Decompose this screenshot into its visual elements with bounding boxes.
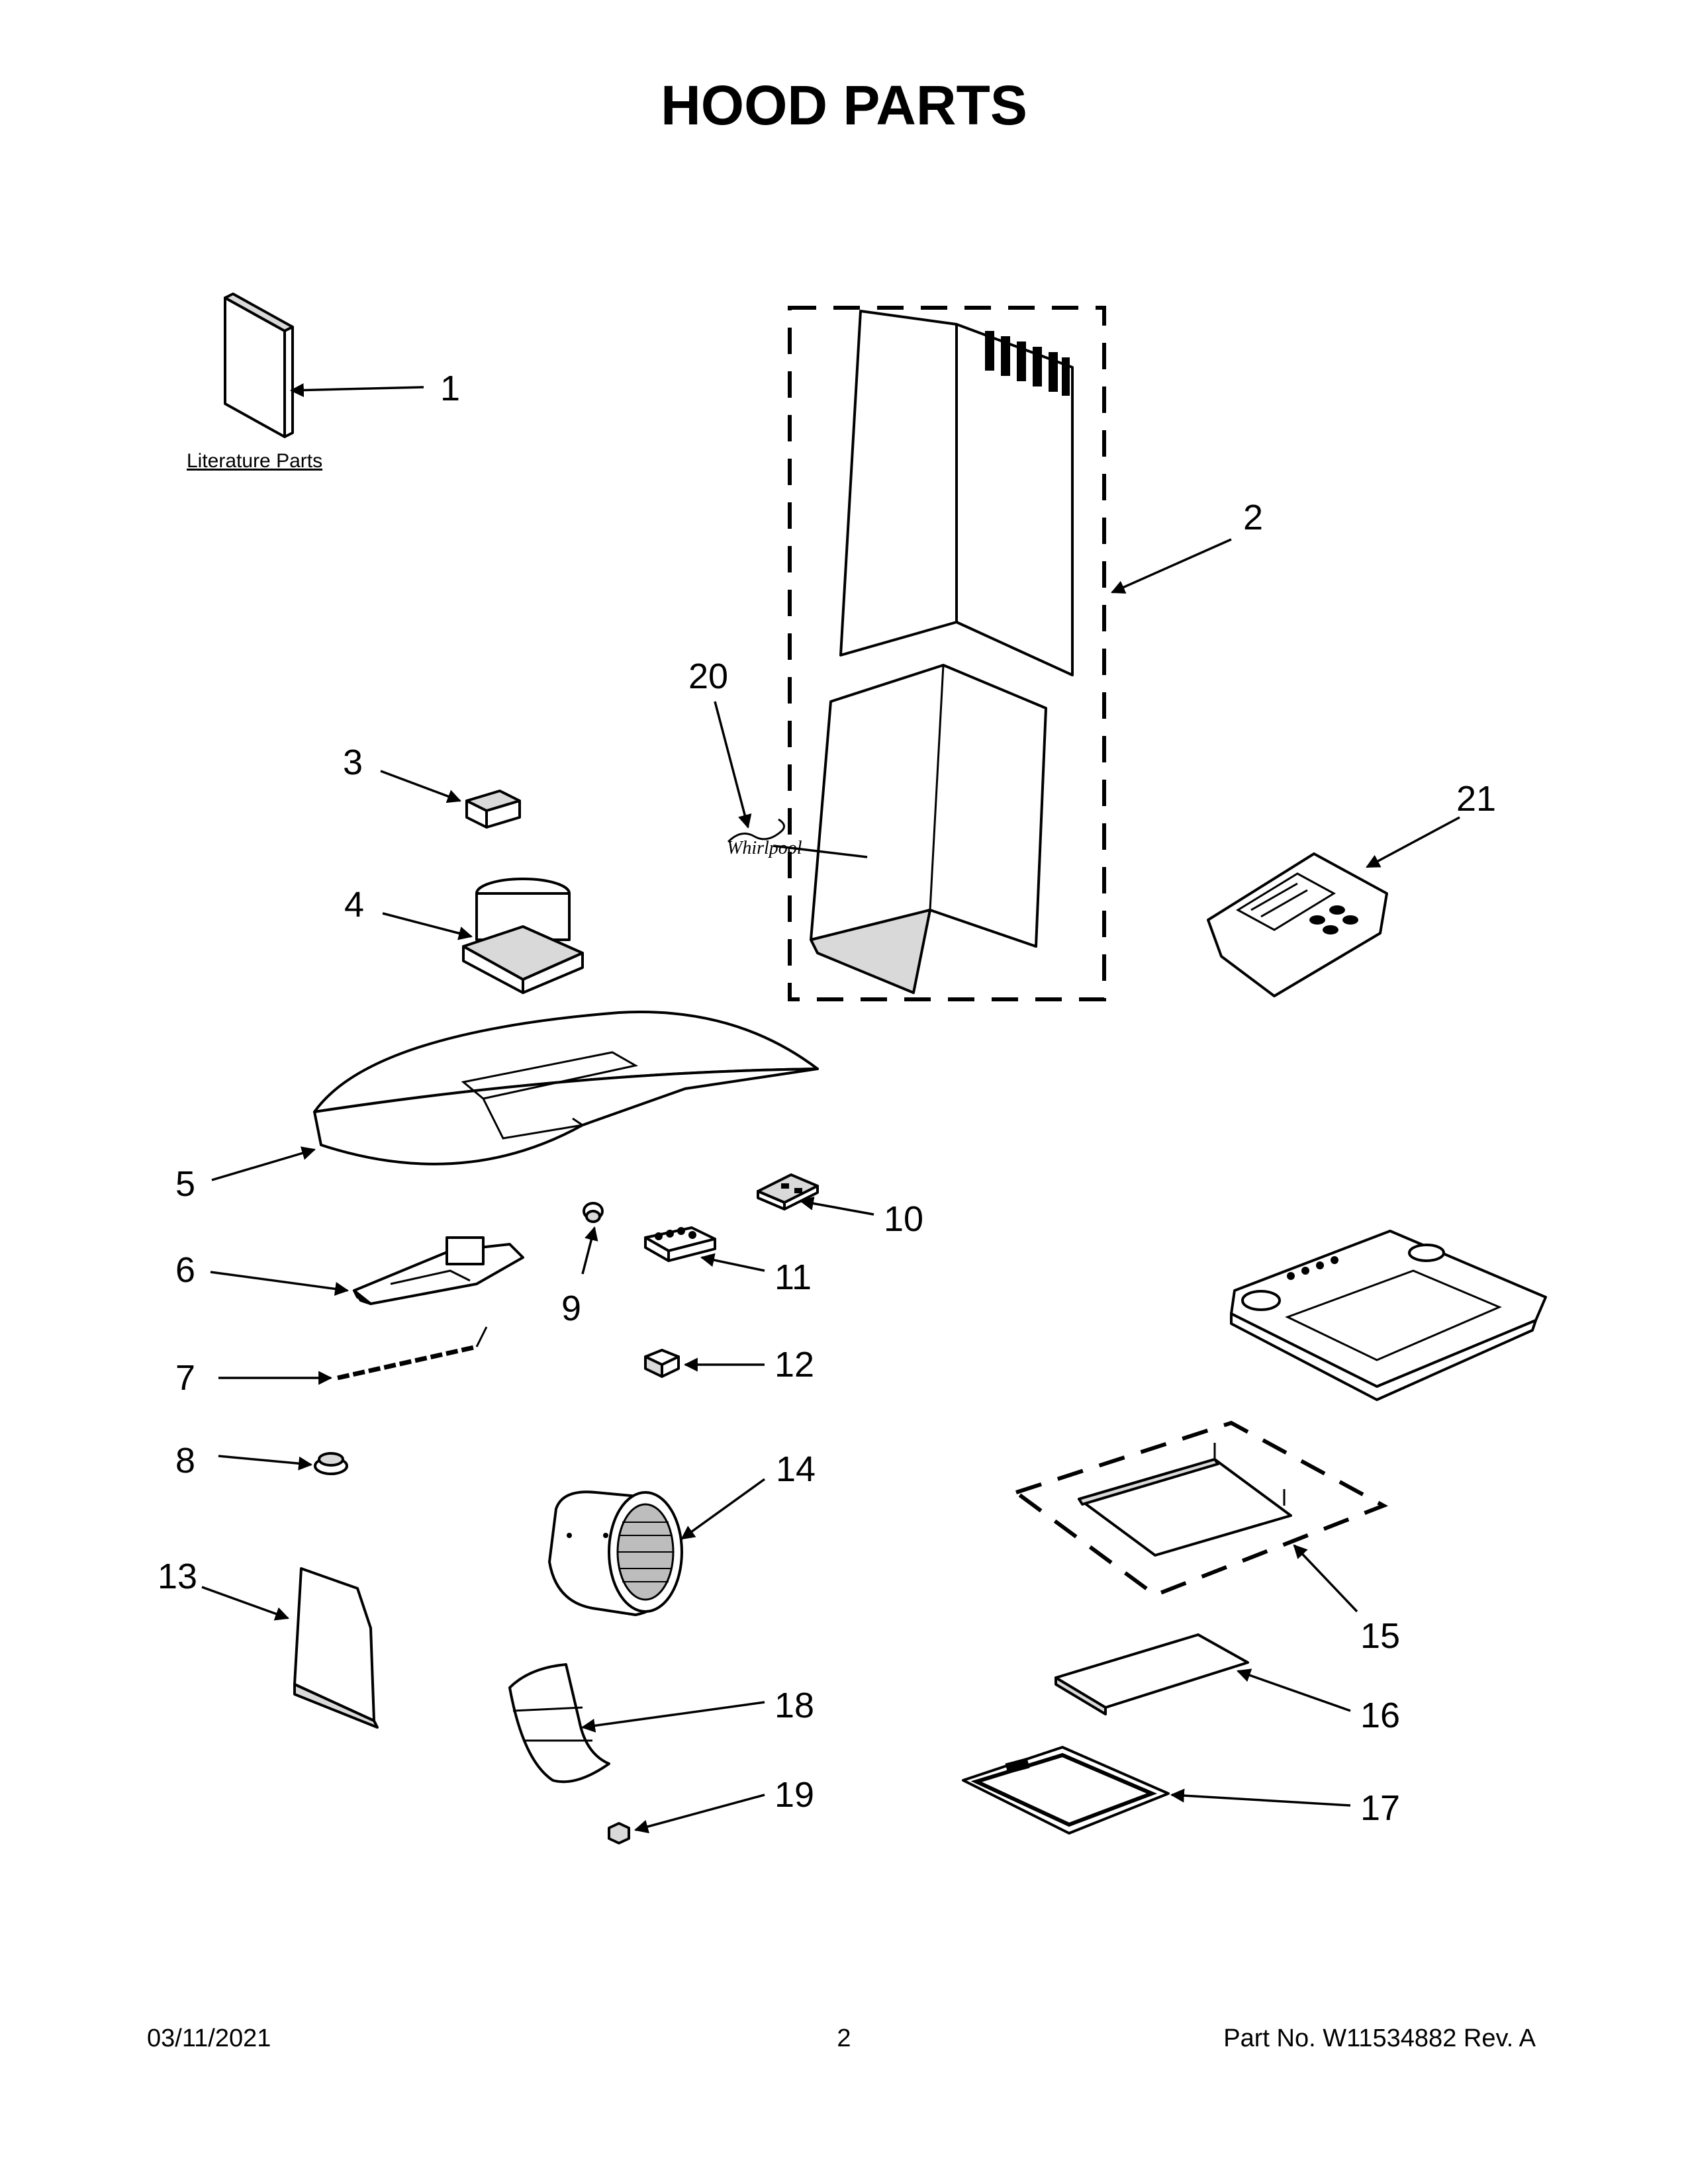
part-1-literature: Literature Parts xyxy=(187,293,322,472)
page-title: HOOD PARTS xyxy=(661,74,1027,136)
callout-7: 7 xyxy=(175,1358,195,1398)
footer-page-number: 2 xyxy=(837,2025,851,2052)
callout-10: 10 xyxy=(884,1199,923,1239)
callout-1: 1 xyxy=(440,369,460,408)
part-18-curved-panel xyxy=(508,1663,610,1784)
callout-4: 4 xyxy=(344,885,364,925)
part-9-knob xyxy=(583,1202,604,1223)
part-14-blower-wheel xyxy=(548,1490,683,1616)
callout-17: 17 xyxy=(1360,1788,1400,1828)
callout-13: 13 xyxy=(158,1557,197,1596)
assembled-hood-illustration xyxy=(1230,1230,1547,1401)
callout-8: 8 xyxy=(175,1441,195,1480)
vent-slots xyxy=(985,331,1070,396)
part-2-chimney xyxy=(810,310,1074,994)
callout-3: 3 xyxy=(343,743,363,782)
part-11-control-module xyxy=(644,1226,716,1262)
part-17-mesh-filter xyxy=(962,1746,1170,1835)
literature-parts-label: Literature Parts xyxy=(187,450,322,472)
part-19-clip xyxy=(608,1822,630,1844)
callout-11: 11 xyxy=(774,1257,812,1297)
part-21-control-panel xyxy=(1207,852,1388,997)
part-7-led-strip xyxy=(337,1326,488,1381)
part-6-light-housing xyxy=(353,1236,524,1305)
part-2-chimney-box xyxy=(788,306,1106,1001)
callout-12: 12 xyxy=(774,1345,814,1385)
part-13-flat-panel xyxy=(293,1567,379,1729)
callout-21: 21 xyxy=(1456,779,1496,819)
part-5-glass-canopy xyxy=(313,1011,819,1165)
part-8-fitting xyxy=(314,1452,348,1475)
callout-6: 6 xyxy=(175,1250,195,1290)
callout-14: 14 xyxy=(776,1449,816,1489)
callout-19: 19 xyxy=(774,1775,814,1815)
part-4-blower-housing xyxy=(462,878,584,994)
callout-20: 20 xyxy=(688,657,728,696)
part-15-filter-assembly xyxy=(1011,1420,1389,1598)
callout-16: 16 xyxy=(1360,1696,1400,1735)
part-3-bracket xyxy=(465,790,521,829)
callout-18: 18 xyxy=(774,1686,814,1725)
footer-date: 03/11/2021 xyxy=(147,2025,271,2052)
part-16-filter-plate xyxy=(1055,1633,1249,1715)
callout-5: 5 xyxy=(175,1164,195,1204)
callout-15: 15 xyxy=(1360,1616,1400,1656)
part-12-small-box xyxy=(644,1349,680,1378)
callout-9: 9 xyxy=(561,1289,581,1328)
callout-2: 2 xyxy=(1243,498,1263,537)
footer-part-number: Part No. W11534882 Rev. A xyxy=(1223,2025,1536,2052)
part-10-switch-board xyxy=(757,1173,819,1210)
